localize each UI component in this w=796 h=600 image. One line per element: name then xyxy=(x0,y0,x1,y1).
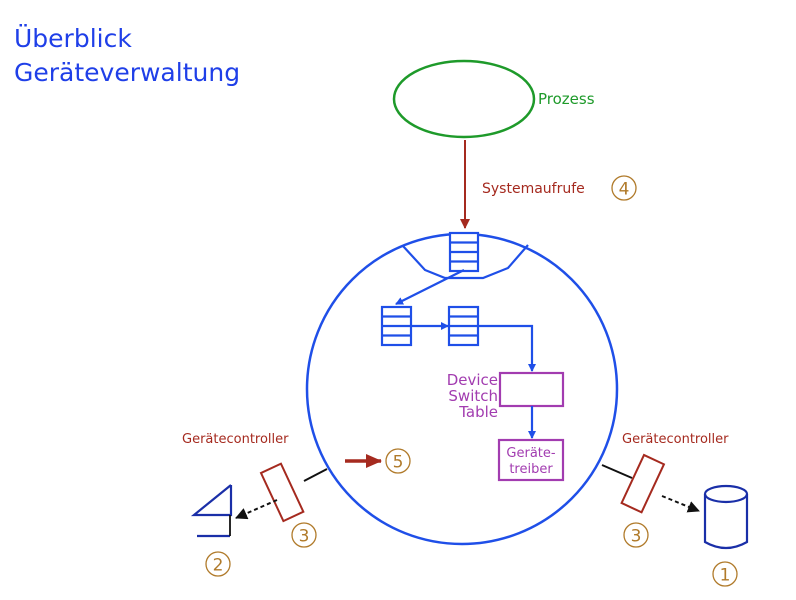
syscall-table xyxy=(448,231,480,273)
title-line-2: Geräteverwaltung xyxy=(14,58,241,87)
device-switch-table-box xyxy=(498,371,565,408)
device-driver-label: Geräte- treiber xyxy=(506,446,555,477)
marker-3-right: 3 xyxy=(623,522,649,548)
controller-left-bus xyxy=(303,468,328,482)
svg-text:2: 2 xyxy=(213,556,224,576)
marker-2: 2 xyxy=(205,551,231,577)
svg-text:3: 3 xyxy=(299,527,310,547)
controller-right-box xyxy=(620,453,666,514)
syscall-label: Systemaufrufe xyxy=(482,181,585,197)
marker-4: 4 xyxy=(611,175,637,201)
svg-text:1: 1 xyxy=(720,566,731,586)
title-line-1: Überblick xyxy=(14,24,132,53)
marker-1: 1 xyxy=(712,561,738,587)
controller-right-to-disk-arrow xyxy=(661,495,700,513)
syscall-dispatch-region xyxy=(402,244,529,280)
svg-text:Geräte-: Geräte- xyxy=(506,446,555,461)
controller-left-box xyxy=(259,462,305,523)
controller-left-label: Gerätecontroller xyxy=(182,432,289,447)
controller-right-bus xyxy=(601,464,633,479)
inode-to-dst-arrow xyxy=(478,324,536,372)
controller-left-to-printer-arrow xyxy=(235,499,278,520)
svg-text:5: 5 xyxy=(393,453,404,473)
device-switch-table-label: Device Switch Table xyxy=(447,371,498,421)
process-ellipse xyxy=(392,59,536,139)
controller-right-label: Gerätecontroller xyxy=(622,432,729,447)
svg-text:Switch: Switch xyxy=(448,387,498,405)
process-label: Prozess xyxy=(538,90,595,108)
svg-text:4: 4 xyxy=(619,180,630,200)
file-table xyxy=(380,305,413,347)
marker-5: 5 xyxy=(385,448,411,474)
device-driver-box xyxy=(497,438,565,482)
printer-device-icon xyxy=(190,484,233,538)
dispatch-arrow xyxy=(395,269,465,305)
svg-text:treiber: treiber xyxy=(509,462,553,477)
disk-device-icon xyxy=(703,484,749,550)
svg-text:Table: Table xyxy=(458,403,498,421)
slide-title: Überblick Geräteverwaltung xyxy=(14,22,240,90)
marker-3-left: 3 xyxy=(291,522,317,548)
svg-text:Device: Device xyxy=(447,371,498,389)
svg-text:3: 3 xyxy=(631,527,642,547)
inode-table xyxy=(447,305,480,347)
